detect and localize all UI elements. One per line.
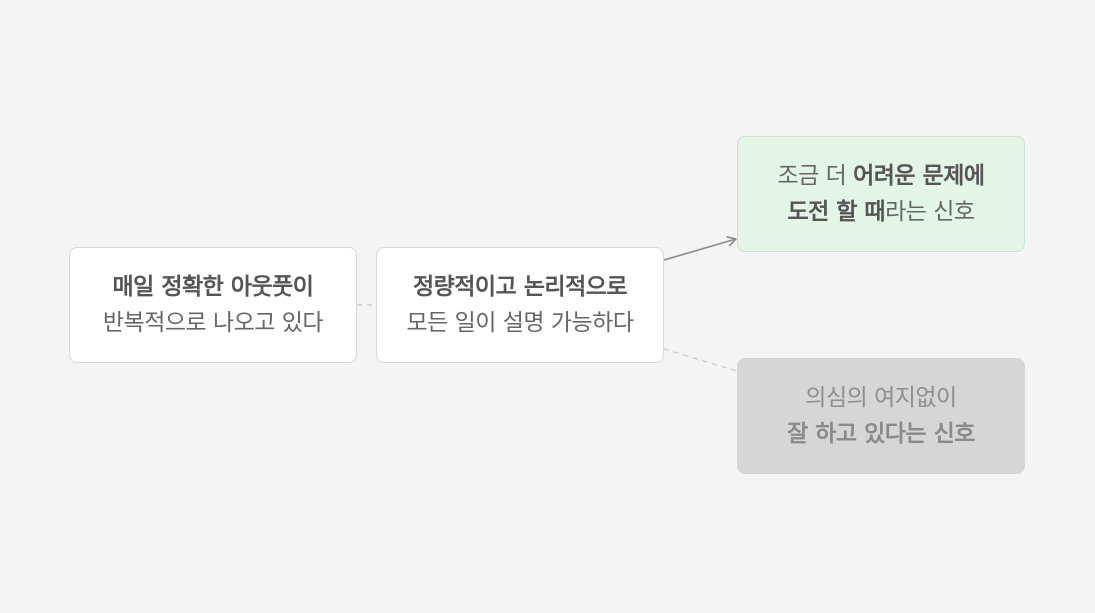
node-doing-well-line-2: 잘 하고 있다는 신호 (787, 416, 975, 452)
node-challenge-line-1: 조금 더 어려운 문제에 (777, 158, 985, 194)
node-input-line-1: 매일 정확한 아웃풋이 (113, 269, 314, 305)
node-input-line-2: 반복적으로 나오고 있다 (102, 305, 324, 341)
node-process-line-1: 정량적이고 논리적으로 (412, 269, 628, 305)
node-process-line-1-bold: 정량적이고 논리적으로 (412, 274, 628, 300)
node-doing-well-line-1-text: 의심의 여지없이 (805, 385, 957, 411)
node-input-line-1-bold: 매일 정확한 아웃풋이 (112, 274, 314, 300)
node-doing-well-line-1: 의심의 여지없이 (805, 380, 957, 416)
edge-process-to-doing-well (663, 348, 738, 372)
node-input-line-2-text: 반복적으로 나오고 있다 (102, 310, 324, 336)
node-process-line-2-text: 모든 일이 설명 가능하다 (406, 310, 634, 336)
node-input: 매일 정확한 아웃풋이 반복적으로 나오고 있다 (69, 247, 357, 363)
node-challenge-line-2-bold: 도전 할 때 (787, 199, 886, 225)
node-doing-well-line-2-bold: 잘 하고 있다는 신호 (787, 421, 975, 447)
node-challenge-line-1-bold: 어려운 문제에 (853, 163, 985, 189)
node-challenge-line-1-text: 조금 더 (777, 163, 854, 189)
edge-process-to-challenge (663, 236, 737, 261)
node-challenge-line-2-text: 라는 신호 (885, 199, 975, 225)
node-outcome-doing-well: 의심의 여지없이 잘 하고 있다는 신호 (737, 358, 1025, 474)
node-process-line-2: 모든 일이 설명 가능하다 (406, 305, 634, 341)
node-challenge-line-2: 도전 할 때라는 신호 (787, 194, 975, 230)
node-process: 정량적이고 논리적으로 모든 일이 설명 가능하다 (376, 247, 664, 363)
node-outcome-challenge: 조금 더 어려운 문제에 도전 할 때라는 신호 (737, 136, 1025, 252)
